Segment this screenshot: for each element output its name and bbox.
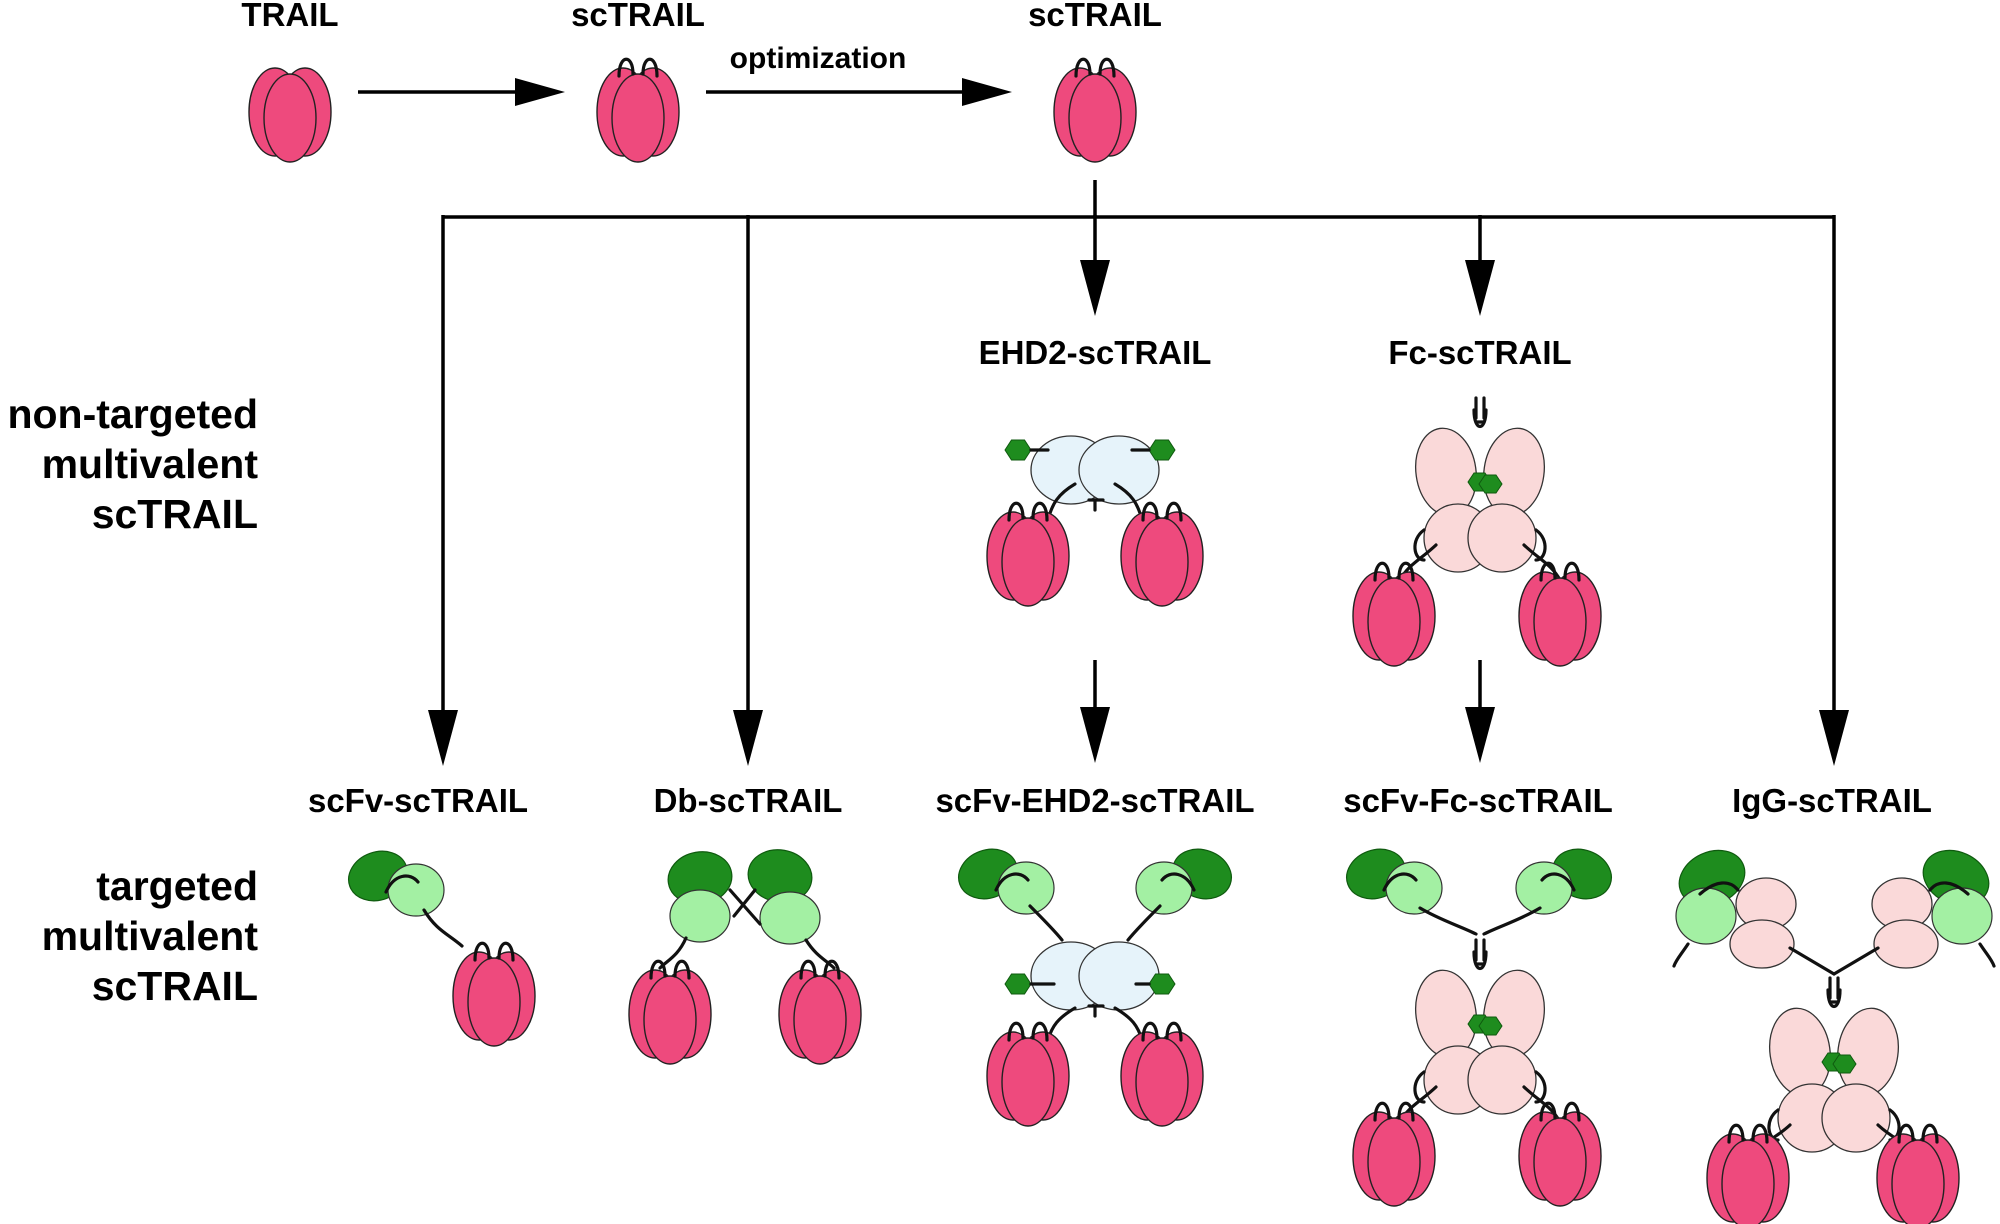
fc-sctrail-label: Fc-scTRAIL	[1388, 334, 1571, 371]
sctrail-optimized-label: scTRAIL	[1028, 0, 1162, 33]
sctrail-first-label: scTRAIL	[571, 0, 705, 33]
igg-sctrail-label: IgG-scTRAIL	[1732, 782, 1932, 819]
db-sctrail-label: Db-scTRAIL	[654, 782, 843, 819]
branch-connectors	[428, 180, 1849, 766]
arrowhead-icon	[515, 78, 565, 106]
svg-text:multivalent: multivalent	[42, 441, 259, 487]
sctrail-first-icon	[597, 59, 679, 162]
targeted-row-label: targeted multivalent scTRAIL	[42, 863, 259, 1009]
scfv-fc-sctrail-icon	[1338, 839, 1620, 1206]
ehd2-sctrail-icon	[987, 434, 1203, 606]
svg-text:scTRAIL: scTRAIL	[92, 963, 258, 1009]
svg-text:scTRAIL: scTRAIL	[92, 491, 258, 537]
fc-sctrail-icon	[1353, 396, 1601, 666]
trail-label: TRAIL	[241, 0, 338, 33]
svg-text:multivalent: multivalent	[42, 913, 259, 959]
optimization-label: optimization	[730, 42, 907, 75]
svg-text:targeted: targeted	[96, 863, 258, 909]
sctrail-optimized-icon	[1054, 59, 1136, 162]
non-targeted-row-label: non-targeted multivalent scTRAIL	[7, 391, 258, 537]
scfv-ehd2-sctrail-label: scFv-EHD2-scTRAIL	[935, 782, 1254, 819]
svg-text:non-targeted: non-targeted	[7, 391, 258, 437]
scfv-sctrail-icon	[340, 841, 535, 1046]
trail-trimer-icon	[248, 67, 332, 163]
scfv-fc-sctrail-label: scFv-Fc-scTRAIL	[1343, 782, 1613, 819]
igg-sctrail-icon	[1672, 849, 1996, 1224]
db-sctrail-icon	[629, 849, 861, 1064]
scfv-sctrail-label: scFv-scTRAIL	[308, 782, 528, 819]
ehd2-sctrail-label: EHD2-scTRAIL	[979, 334, 1212, 371]
scfv-ehd2-sctrail-icon	[950, 839, 1240, 1126]
arrowhead-icon	[962, 78, 1012, 106]
